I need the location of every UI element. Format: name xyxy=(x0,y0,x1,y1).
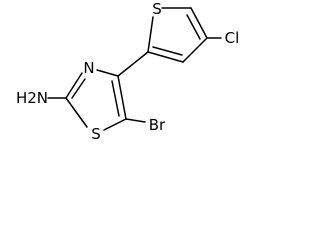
bond-c5-br xyxy=(125,118,146,123)
bond-t2-s1 xyxy=(147,16,154,53)
bond-t3-t2-double xyxy=(152,46,183,56)
bond-c4-c5 xyxy=(117,75,127,120)
bond-c2-n3 xyxy=(65,72,83,99)
bond-c2-n3-double xyxy=(71,78,86,99)
bond-c4-c5-double xyxy=(111,80,120,117)
chemical-structure: H2N N S Br S Cl xyxy=(16,0,239,143)
bond-n3-c4 xyxy=(96,69,119,77)
bonds xyxy=(47,7,222,131)
chlorine-label: Cl xyxy=(225,29,240,47)
thiazole-sulfur-label: S xyxy=(91,125,101,143)
bond-s1-c2 xyxy=(65,97,88,128)
amine-label: H2N xyxy=(16,89,48,107)
thiophene-sulfur-label: S xyxy=(152,0,162,18)
bond-t5-t4 xyxy=(190,7,208,39)
thiazole-nitrogen-label: N xyxy=(83,59,94,77)
bond-t4-t3 xyxy=(182,37,208,63)
bromine-label: Br xyxy=(149,116,166,134)
bond-t5-t4-double xyxy=(186,14,201,40)
bond-c4-thiophene xyxy=(117,51,149,77)
bond-c5-s1 xyxy=(103,118,127,131)
bond-t3-t2 xyxy=(147,51,184,63)
atom-labels: H2N N S Br S Cl xyxy=(16,0,239,143)
